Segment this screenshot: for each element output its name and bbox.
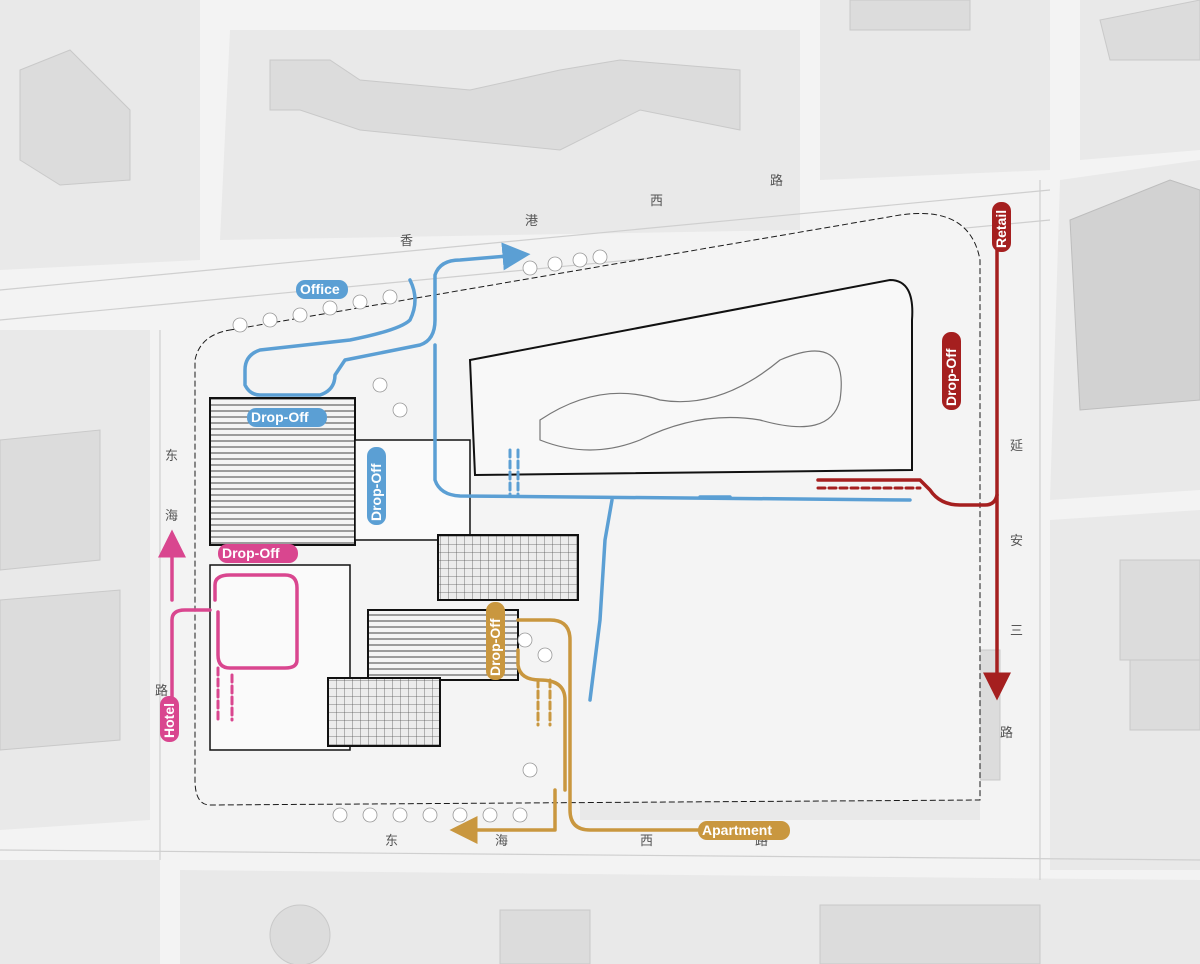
svg-text:Drop-Off: Drop-Off (368, 463, 384, 521)
svg-text:Drop-Off: Drop-Off (222, 545, 280, 561)
svg-text:三: 三 (1010, 624, 1023, 639)
svg-text:西: 西 (650, 194, 663, 209)
svg-text:东: 东 (165, 449, 178, 464)
office-route: Office Drop-Off Drop-Off (243, 242, 912, 702)
svg-text:香: 香 (400, 234, 413, 249)
office-side-dropoff-pill (367, 447, 386, 525)
apartment-block (327, 677, 441, 747)
svg-text:海: 海 (495, 834, 508, 849)
east-street-label: 延 安 三 路 (1000, 439, 1023, 741)
retail-pill (992, 202, 1011, 252)
retail-dropoff-pill (942, 332, 961, 410)
south-street-label: 东 海 西 路 (385, 833, 768, 849)
svg-text:西: 西 (640, 834, 653, 849)
svg-text:Office: Office (300, 281, 340, 297)
hotel-route: Hotel Drop-Off (158, 529, 299, 742)
hotel-pill (160, 696, 179, 742)
svg-text:安: 安 (1010, 534, 1023, 549)
svg-text:Apartment: Apartment (702, 822, 772, 838)
svg-text:东: 东 (385, 834, 398, 849)
west-street-label: 东 海 路 (155, 449, 178, 699)
retail-block-a (437, 534, 579, 601)
svg-text:延: 延 (1010, 439, 1023, 454)
svg-text:路: 路 (1000, 725, 1013, 741)
apartment-dropoff-pill (486, 602, 505, 680)
svg-text:Drop-Off: Drop-Off (251, 409, 309, 425)
landscape-path (539, 350, 842, 451)
office-pill (296, 280, 348, 299)
north-street-label: 香 港 西 路 (400, 173, 783, 249)
svg-text:Drop-Off: Drop-Off (943, 348, 959, 406)
svg-text:Drop-Off: Drop-Off (487, 618, 503, 676)
svg-text:海: 海 (165, 509, 178, 524)
office-dropoff-pill (247, 408, 327, 427)
hotel-tower (209, 397, 356, 546)
retail-route: Retail Drop-Off (816, 202, 1011, 701)
apartment-route: Apartment Drop-Off (449, 602, 790, 844)
hotel-dropoff-pill (218, 544, 298, 563)
apartment-pill (698, 821, 790, 840)
svg-text:Retail: Retail (993, 210, 1009, 248)
svg-text:路: 路 (770, 173, 783, 189)
svg-text:Hotel: Hotel (161, 703, 177, 738)
svg-text:路: 路 (155, 683, 168, 699)
svg-text:港: 港 (525, 214, 538, 229)
